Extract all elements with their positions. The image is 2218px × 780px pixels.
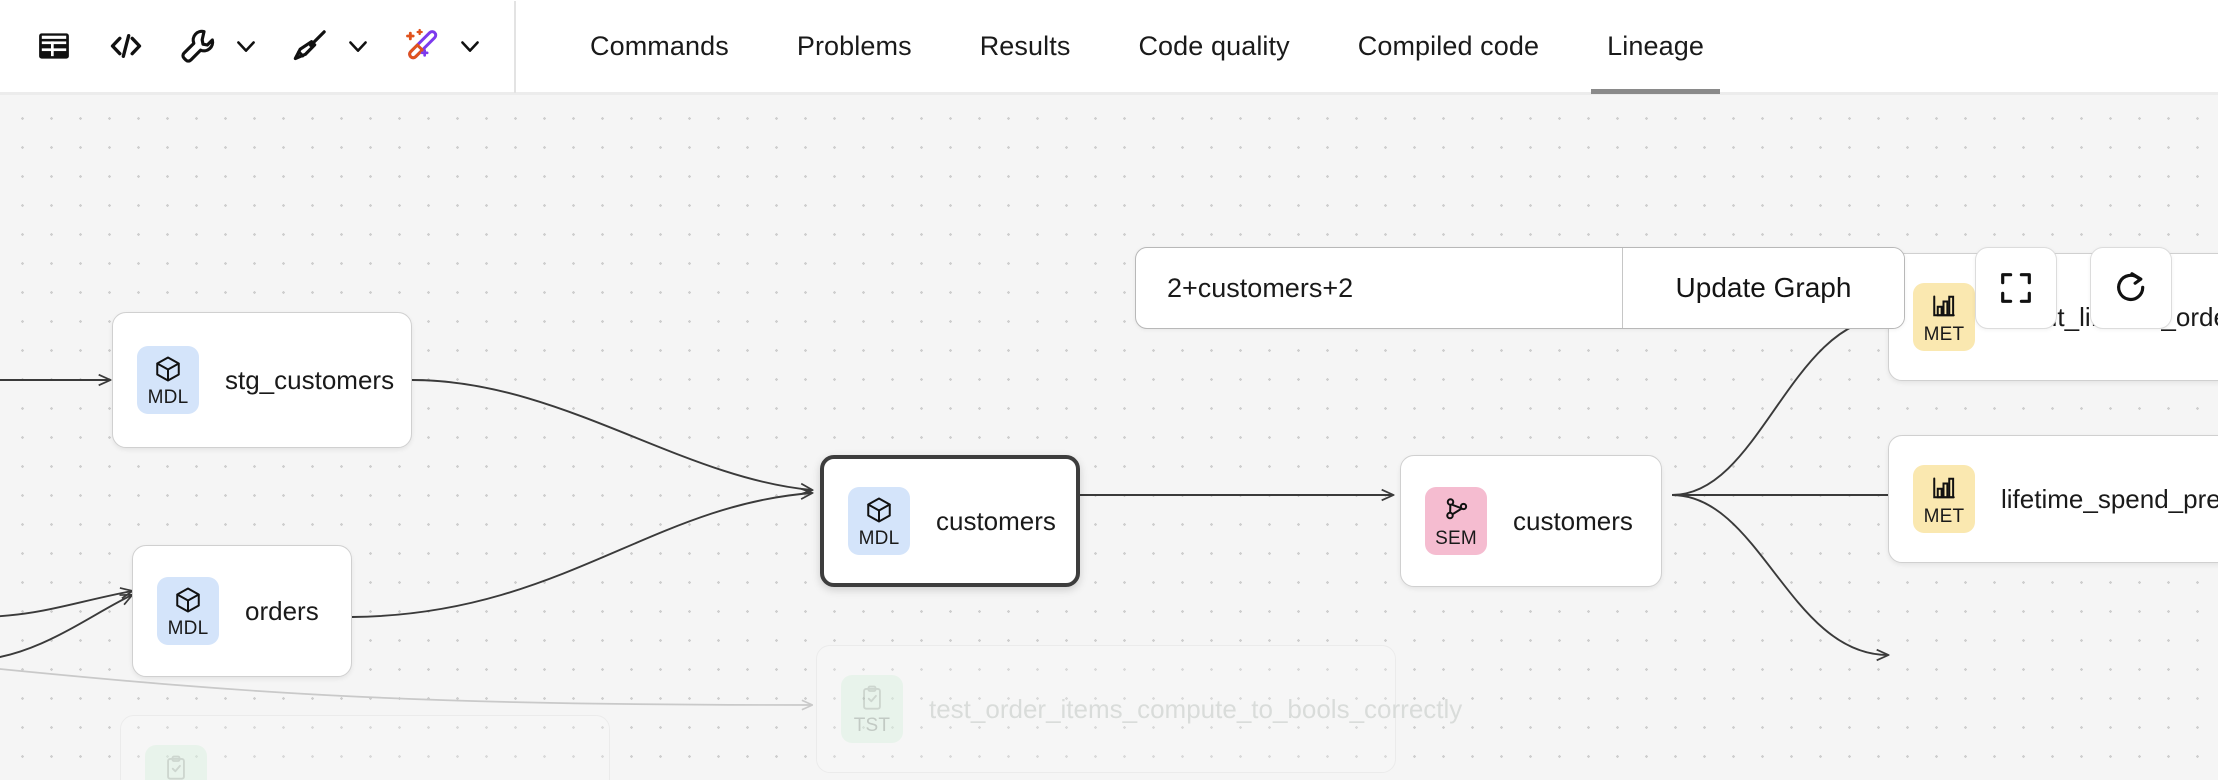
node-label: lifetime_spend_pretax — [2001, 483, 2218, 514]
badge-type-label: MDL — [858, 527, 900, 549]
top-toolbar: Commands Problems Results Code quality C… — [0, 0, 2218, 95]
tab-bar: Commands Problems Results Code quality C… — [556, 0, 1738, 94]
lineage-node-lifetime-spend-pretax[interactable]: MET lifetime_spend_pretax — [1888, 435, 2218, 563]
chevron-down-icon[interactable] — [338, 18, 378, 74]
tab-code-quality[interactable]: Code quality — [1104, 0, 1323, 94]
chevron-down-icon[interactable] — [226, 18, 266, 74]
toolbar-icon-group — [0, 0, 514, 94]
tab-label: Lineage — [1607, 30, 1704, 61]
refresh-button[interactable] — [2090, 247, 2172, 329]
fit-screen-icon — [2001, 273, 2031, 303]
tab-lineage[interactable]: Lineage — [1573, 0, 1738, 94]
badge-type-label: MET — [1923, 505, 1965, 527]
node-label: orders — [245, 595, 319, 626]
lineage-node-customers-model[interactable]: MDL customers — [820, 455, 1080, 587]
node-label: test_order_items_compute_to_bools_correc… — [929, 693, 1463, 724]
met-badge: MET — [1913, 283, 1975, 351]
broom-icon[interactable] — [282, 18, 338, 74]
lineage-edges — [0, 95, 2218, 780]
node-label: customers — [1513, 505, 1633, 536]
wrench-icon[interactable] — [170, 18, 226, 74]
lineage-node-customers-semantic[interactable]: SEM customers — [1400, 455, 1662, 587]
lineage-node-test-order-items[interactable]: TST test_order_items_compute_to_bools_co… — [816, 645, 1463, 773]
tst-badge: TST — [841, 675, 903, 743]
lineage-canvas[interactable]: MDL stg_customers MDL orders — [0, 95, 2218, 780]
badge-type-label: MET — [1923, 323, 1965, 345]
badge-type-label: SEM — [1435, 527, 1477, 549]
sem-badge: SEM — [1425, 487, 1487, 555]
node-label: stg_customers — [225, 364, 395, 395]
mdl-badge: MDL — [137, 346, 199, 414]
node-label: customers — [936, 505, 1056, 536]
tab-label: Commands — [590, 30, 729, 61]
badge-type-label: MDL — [147, 386, 189, 408]
met-badge: MET — [1913, 465, 1975, 533]
tab-problems[interactable]: Problems — [763, 0, 946, 94]
tab-label: Problems — [796, 30, 912, 61]
table-icon[interactable] — [26, 18, 82, 74]
tab-label: Compiled code — [1357, 30, 1540, 61]
update-graph-button[interactable]: Update Graph — [1622, 248, 1904, 328]
tab-label: Code quality — [1138, 30, 1290, 61]
badge-type-label: TST — [853, 714, 891, 736]
refresh-icon — [2117, 272, 2145, 301]
toolbar-divider — [514, 1, 516, 93]
mdl-badge: MDL — [157, 577, 219, 645]
tab-label: Results — [979, 30, 1071, 61]
chevron-down-icon[interactable] — [450, 18, 490, 74]
lineage-node-test-partial[interactable]: TST — [120, 715, 610, 780]
lineage-node-orders[interactable]: MDL orders — [132, 545, 352, 677]
tab-commands[interactable]: Commands — [556, 0, 763, 94]
badge-type-label: MDL — [167, 617, 209, 639]
lineage-node-stg-customers[interactable]: MDL stg_customers — [112, 312, 412, 448]
magic-wand-icon[interactable] — [394, 18, 450, 74]
fit-view-button[interactable] — [1975, 247, 2057, 329]
lineage-search-bar: Update Graph — [1135, 247, 1905, 329]
lineage-search-input[interactable] — [1136, 248, 1622, 328]
code-icon[interactable] — [98, 18, 154, 74]
tab-compiled-code[interactable]: Compiled code — [1324, 0, 1573, 94]
tst-badge: TST — [145, 745, 207, 780]
mdl-badge: MDL — [848, 487, 910, 555]
tab-results[interactable]: Results — [946, 0, 1105, 94]
